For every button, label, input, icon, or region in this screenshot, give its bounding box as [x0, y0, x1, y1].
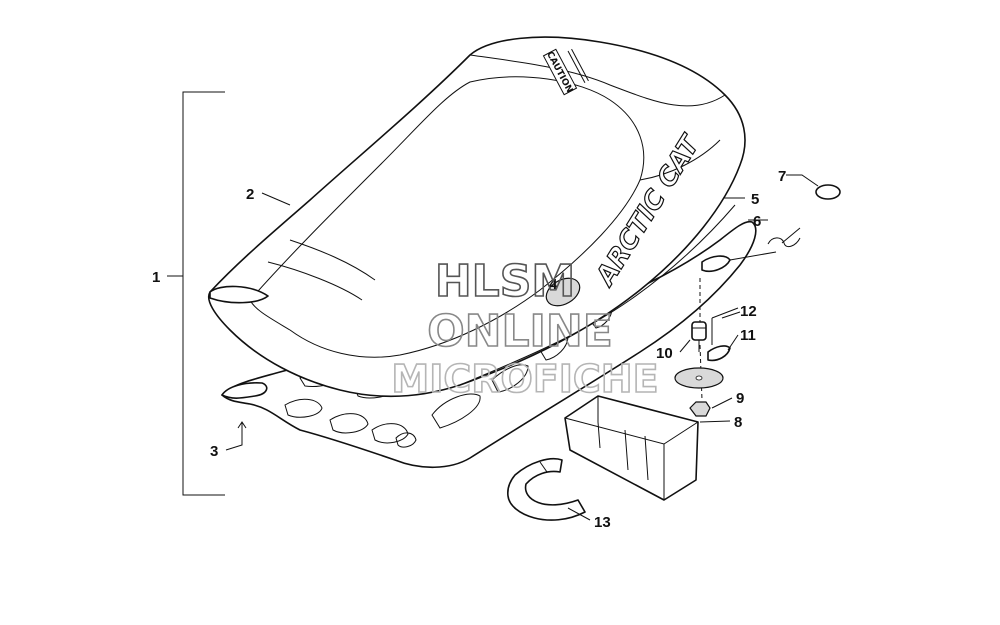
- washer-pad: [674, 367, 724, 389]
- leader-lines: [225, 174, 819, 521]
- watermark-line-1: HLSM: [435, 256, 575, 307]
- spring-hook: [767, 227, 801, 248]
- latch-bracket: [701, 251, 777, 273]
- seat-cushion: [208, 36, 746, 398]
- foam-block: [564, 395, 699, 501]
- callout-11: 11: [740, 327, 756, 344]
- watermark: HLSM ONLINE MICROFICHE: [391, 255, 660, 402]
- tab-clip: [707, 345, 731, 362]
- callout-12: 12: [740, 303, 757, 320]
- strap: [507, 458, 586, 521]
- callout-9: 9: [736, 390, 744, 407]
- watermark-line-2: ONLINE: [427, 306, 613, 357]
- latch-stud: [691, 321, 707, 352]
- ring-clip: [815, 184, 841, 200]
- callout-7: 7: [778, 168, 786, 185]
- seat-pad: [545, 277, 581, 307]
- nut: [689, 401, 711, 417]
- callout-labels: 1 2 3 4 5 6 7 8 9 10 11 12 13: [152, 168, 786, 531]
- assembly-bracket: [167, 91, 225, 496]
- caution-decal-lines: [567, 48, 589, 84]
- callout-8: 8: [734, 414, 742, 431]
- callout-5: 5: [751, 191, 759, 208]
- callout-10: 10: [656, 345, 673, 362]
- callout-1: 1: [152, 269, 160, 286]
- pin: [711, 307, 739, 345]
- callout-3: 3: [210, 443, 218, 460]
- callout-6: 6: [753, 213, 761, 230]
- callout-4: 4: [549, 276, 558, 293]
- callout-13: 13: [594, 514, 611, 531]
- watermark-line-3: MICROFICHE: [391, 357, 658, 401]
- callout-2: 2: [246, 186, 254, 203]
